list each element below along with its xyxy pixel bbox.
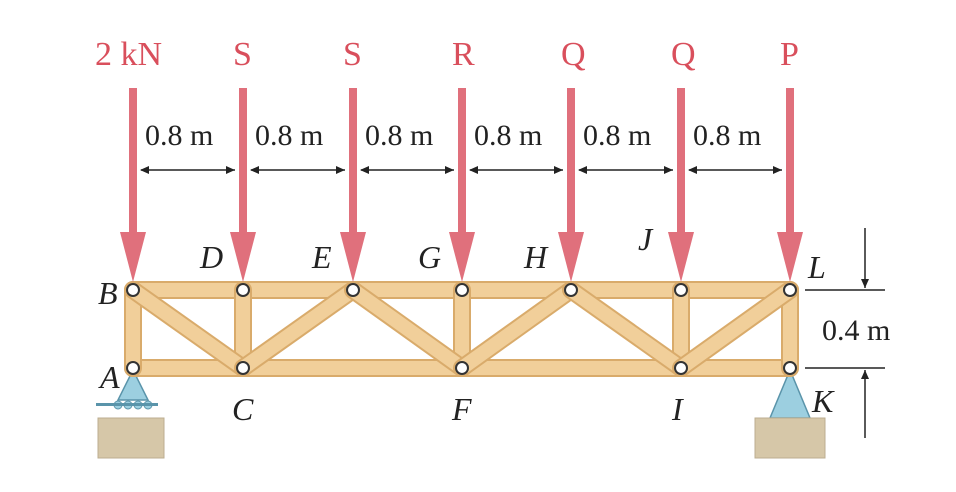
spacing-label: 0.8 m xyxy=(583,119,651,152)
joint-h xyxy=(564,283,578,297)
load-label: S xyxy=(343,36,362,73)
diagonal-member-fill xyxy=(126,283,250,375)
spacing-label: 0.8 m xyxy=(255,119,323,152)
load-arrow-shaft xyxy=(458,88,466,236)
load-arrow-head xyxy=(120,232,146,282)
load-arrow-head xyxy=(668,232,694,282)
load-label: Q xyxy=(561,36,586,73)
joint-i xyxy=(674,361,688,375)
load-arrows: 2 kN S S R Q Q P xyxy=(95,36,803,282)
load-arrow-head xyxy=(558,232,584,282)
load-label: Q xyxy=(671,36,696,73)
node-label-g: G xyxy=(418,239,441,275)
height-dimension: 0.4 m xyxy=(805,228,890,438)
joint-c xyxy=(236,361,250,375)
load-arrow-head xyxy=(449,232,475,282)
truss-members xyxy=(124,281,799,377)
node-label-i: I xyxy=(671,391,684,427)
left-roller-support xyxy=(96,368,165,459)
height-label: 0.4 m xyxy=(822,314,890,347)
joint-a xyxy=(126,361,140,375)
load-arrow-head xyxy=(340,232,366,282)
node-label-l: L xyxy=(807,249,826,285)
truss-joints xyxy=(126,283,797,375)
node-label-f: F xyxy=(451,391,472,427)
diagonal-member-fill xyxy=(674,283,797,375)
joint-k xyxy=(783,361,797,375)
diagonal-member-fill xyxy=(236,283,360,375)
node-label-h: H xyxy=(523,239,549,275)
node-label-e: E xyxy=(311,239,332,275)
load-arrow-head xyxy=(230,232,256,282)
joint-f xyxy=(455,361,469,375)
spacing-label: 0.8 m xyxy=(365,119,433,152)
load-arrow-shaft xyxy=(129,88,137,236)
spacing-label: 0.8 m xyxy=(693,119,761,152)
joint-b xyxy=(126,283,140,297)
load-arrow-shaft xyxy=(677,88,685,236)
load-label: R xyxy=(452,36,475,73)
node-label-k: K xyxy=(811,383,835,419)
load-label: S xyxy=(233,36,252,73)
node-label-a: A xyxy=(98,359,120,395)
joint-g xyxy=(455,283,469,297)
spacing-dimensions: 0.8 m 0.8 m 0.8 m 0.8 m 0.8 m 0.8 m xyxy=(140,119,782,174)
node-label-b: B xyxy=(98,275,118,311)
load-label: P xyxy=(780,36,799,73)
joint-j xyxy=(674,283,688,297)
spacing-label: 0.8 m xyxy=(145,119,213,152)
node-labels: B D E G H J L A C F I K xyxy=(98,221,835,427)
diagonal-member-fill xyxy=(564,283,688,375)
joint-d xyxy=(236,283,250,297)
spacing-label: 0.8 m xyxy=(474,119,542,152)
joint-e xyxy=(346,283,360,297)
node-label-d: D xyxy=(199,239,223,275)
load-arrow-shaft xyxy=(239,88,247,236)
load-label: 2 kN xyxy=(95,36,162,73)
load-arrow-head xyxy=(777,232,803,282)
joint-l xyxy=(783,283,797,297)
load-arrow-shaft xyxy=(567,88,575,236)
diagonal-member-fill xyxy=(455,283,578,375)
node-label-j: J xyxy=(638,221,654,257)
load-arrow-shaft xyxy=(349,88,357,236)
node-label-c: C xyxy=(232,391,254,427)
load-arrow-shaft xyxy=(786,88,794,236)
right-pin-support xyxy=(754,368,826,459)
diagonal-member-fill xyxy=(346,283,469,375)
